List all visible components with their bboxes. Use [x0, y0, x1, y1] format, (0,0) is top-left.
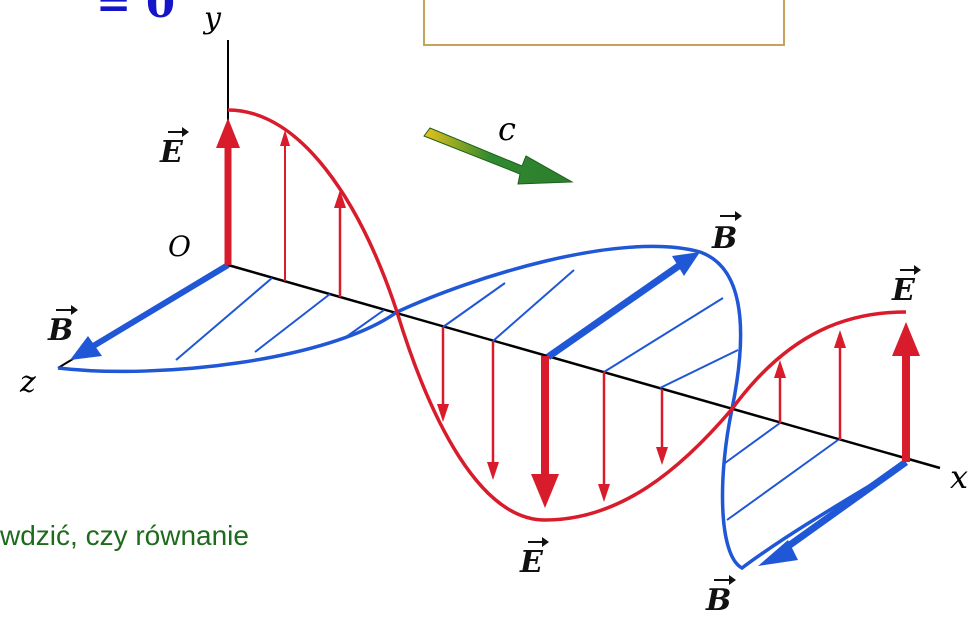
- b-vector-mid: [545, 262, 683, 360]
- b-label-origin: B: [47, 305, 78, 348]
- b-label-bottom: B: [705, 575, 736, 617]
- e-vector-origin-head: [216, 118, 240, 148]
- e-label-end: E: [891, 265, 921, 308]
- b-hatch-3: [345, 309, 385, 338]
- e-label-origin: E: [159, 127, 189, 170]
- svg-text:B: B: [705, 583, 731, 617]
- x-axis: [227, 263, 941, 470]
- svg-text:E: E: [891, 273, 916, 308]
- z-axis-label: z: [19, 365, 36, 400]
- propagation-arrow: c: [423, 110, 574, 185]
- empty-text-box: [423, 0, 785, 46]
- svg-text:B: B: [711, 221, 737, 256]
- propagation-arrow-shape: [423, 127, 574, 185]
- svg-text:B: B: [47, 313, 73, 348]
- origin-label: O: [168, 230, 191, 263]
- magnetic-field-wave: [57, 244, 909, 571]
- partial-equation-fragment: = 0: [96, 0, 176, 38]
- partial-caption: wdzić, czy równanie: [0, 520, 249, 551]
- b-vector-origin: [88, 262, 230, 351]
- b-vector-mid-head: [672, 252, 700, 276]
- field-labels: E B B E E: [47, 127, 921, 617]
- e-hatch-6-head: [656, 447, 668, 465]
- e-hatch-5-head: [598, 484, 610, 502]
- e-hatch-4-head: [487, 462, 499, 480]
- y-axis-label: y: [202, 1, 222, 36]
- svg-text:E: E: [519, 545, 544, 580]
- b-hatch-4: [442, 282, 506, 328]
- b-vector-origin-head: [70, 336, 102, 360]
- b-field-curve-2: [396, 244, 743, 410]
- e-hatch-2-head: [334, 190, 346, 208]
- b-hatch-6: [603, 297, 724, 373]
- e-hatch-7-head: [774, 360, 786, 378]
- e-field-curve-1: [227, 108, 399, 313]
- e-hatch-3-head: [437, 404, 449, 422]
- b-field-curve-1: [57, 310, 399, 374]
- b-hatch-2: [254, 293, 331, 353]
- b-vector-end: [777, 459, 909, 555]
- x-axis-label: x: [950, 458, 968, 496]
- e-vector-mid-head: [531, 474, 559, 508]
- equation-glyph: = 0: [96, 0, 176, 27]
- e-hatch-1-head: [280, 130, 290, 146]
- b-hatch-1: [175, 277, 273, 361]
- e-field-curve-3: [730, 310, 907, 411]
- e-hatch-8-head: [834, 330, 846, 348]
- electric-field-wave: [216, 108, 920, 522]
- b-hatch-5: [492, 269, 575, 342]
- speed-of-light-label: c: [498, 110, 516, 148]
- b-hatch-9: [726, 439, 839, 521]
- e-vector-end-head: [892, 322, 920, 356]
- svg-text:E: E: [159, 135, 184, 170]
- b-hatch-7: [659, 349, 739, 389]
- b-hatch-8: [724, 422, 781, 464]
- e-label-bottom: E: [519, 537, 549, 580]
- b-vector-end-head: [758, 540, 798, 566]
- b-label-mid: B: [711, 211, 742, 256]
- e-field-curve-2: [395, 311, 734, 522]
